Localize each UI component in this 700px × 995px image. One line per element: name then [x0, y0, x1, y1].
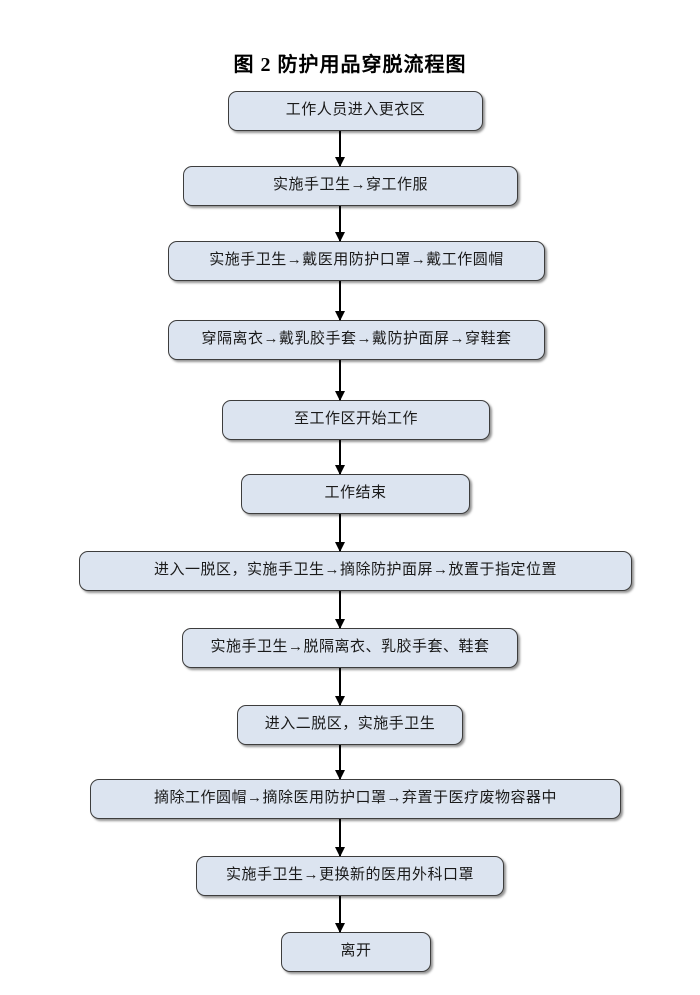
flow-connector-arrow-go-to-work-area-to-work-finished [335, 440, 345, 475]
flow-node-remove-cap-mask-discard: 摘除工作圆帽→摘除医用防护口罩→弃置于医疗废物容器中 [90, 779, 621, 819]
flow-node-label: 实施手卫生→戴医用防护口罩→戴工作圆帽 [209, 252, 504, 268]
flow-node-hand-hygiene-mask-cap: 实施手卫生→戴医用防护口罩→戴工作圆帽 [168, 241, 545, 281]
flow-connector-arrow-work-finished-to-first-doffing-area [335, 514, 345, 552]
flow-node-label: 离开 [340, 943, 372, 959]
flow-node-label: 工作结束 [324, 485, 387, 501]
flow-connector-arrow-hand-hygiene-new-surgical-mask-to-leave [335, 896, 345, 933]
flow-node-label: 实施手卫生→脱隔离衣、乳胶手套、鞋套 [210, 639, 490, 655]
flow-connector-arrow-remove-gown-gloves-shoecovers-to-second-doffing-area [335, 668, 345, 706]
flow-node-hand-hygiene-new-surgical-mask: 实施手卫生→更换新的医用外科口罩 [196, 856, 504, 896]
flow-node-label: 进入二脱区，实施手卫生 [264, 716, 436, 732]
flow-node-go-to-work-area: 至工作区开始工作 [222, 400, 490, 440]
flow-node-label: 至工作区开始工作 [293, 411, 418, 427]
flow-connector-arrow-second-doffing-area-to-remove-cap-mask-discard [335, 745, 345, 780]
flow-node-work-finished: 工作结束 [241, 474, 470, 514]
flow-node-first-doffing-area: 进入一脱区，实施手卫生→摘除防护面屏→放置于指定位置 [79, 551, 632, 591]
flow-connector-arrow-remove-cap-mask-discard-to-hand-hygiene-new-surgical-mask [335, 819, 345, 857]
flow-node-hand-hygiene-work-clothes: 实施手卫生→穿工作服 [183, 166, 518, 206]
flow-node-label: 进入一脱区，实施手卫生→摘除防护面屏→放置于指定位置 [153, 562, 557, 578]
flow-node-label: 实施手卫生→更换新的医用外科口罩 [225, 867, 474, 883]
flow-node-enter-changing-area: 工作人员进入更衣区 [228, 91, 483, 131]
flow-node-remove-gown-gloves-shoecovers: 实施手卫生→脱隔离衣、乳胶手套、鞋套 [182, 628, 518, 668]
flow-node-label: 摘除工作圆帽→摘除医用防护口罩→弃置于医疗废物容器中 [153, 790, 557, 806]
flow-node-label: 工作人员进入更衣区 [285, 102, 426, 118]
flow-node-label: 实施手卫生→穿工作服 [272, 177, 428, 193]
flow-connector-arrow-enter-changing-area-to-hand-hygiene-work-clothes [335, 131, 345, 167]
flow-node-leave: 离开 [281, 932, 431, 972]
flow-connector-arrow-first-doffing-area-to-remove-gown-gloves-shoecovers [335, 591, 345, 629]
flow-connector-arrow-hand-hygiene-work-clothes-to-hand-hygiene-mask-cap [335, 206, 345, 242]
flow-node-gown-gloves-faceshield-shoecover: 穿隔离衣→戴乳胶手套→戴防护面屏→穿鞋套 [168, 320, 545, 360]
flow-node-second-doffing-area: 进入二脱区，实施手卫生 [237, 705, 463, 745]
flow-node-label: 穿隔离衣→戴乳胶手套→戴防护面屏→穿鞋套 [201, 331, 512, 347]
flow-connector-arrow-hand-hygiene-mask-cap-to-gown-gloves-faceshield-shoecover [335, 281, 345, 321]
flow-connector-arrow-gown-gloves-faceshield-shoecover-to-go-to-work-area [335, 360, 345, 401]
page-title: 图 2 防护用品穿脱流程图 [233, 54, 467, 76]
